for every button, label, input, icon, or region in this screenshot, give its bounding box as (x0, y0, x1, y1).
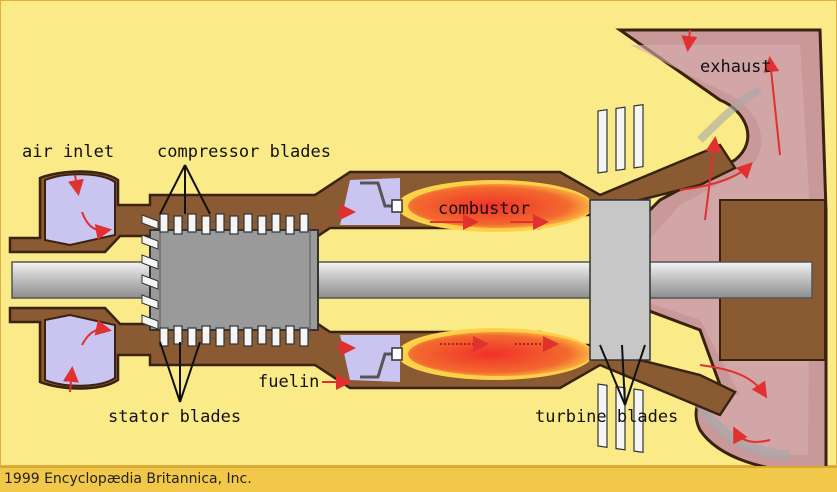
label-turbine-blades: turbine blades (535, 407, 678, 427)
compressor-drum (150, 222, 318, 338)
label-fuel-in: fuelin (258, 372, 319, 392)
compressor-blade (174, 216, 182, 234)
compressor-blade (300, 214, 308, 232)
stator-blade (188, 328, 196, 346)
stator-blade (244, 328, 252, 346)
label-stator-blades: stator blades (108, 407, 241, 427)
stator-blade (174, 326, 182, 344)
turbine-blade (634, 105, 643, 168)
stator-blade (300, 328, 308, 346)
label-exhaust: exhaust (700, 57, 772, 77)
label-compressor-blades: compressor blades (157, 142, 331, 162)
label-air-inlet: air inlet (22, 142, 114, 162)
compressor-blade (216, 214, 224, 232)
credit-bar: 1999 Encyclopædia Britannica, Inc. (0, 466, 837, 492)
stator-blade (230, 326, 238, 344)
compressor-blade (258, 216, 266, 234)
stator-blade (258, 326, 266, 344)
turbine-section (590, 105, 650, 453)
compressor-blade (244, 214, 252, 232)
stator-blade (216, 328, 224, 346)
compressor-blade (230, 216, 238, 234)
compressor-blade (272, 214, 280, 232)
turbine-blade (598, 110, 607, 173)
stator-blade (202, 326, 210, 344)
label-combustor: combustor (438, 199, 530, 219)
compressor-blade (160, 214, 168, 232)
compressor-blade (286, 216, 294, 234)
turbine-blade (616, 107, 625, 170)
stator-blade (272, 328, 280, 346)
stator-blade (286, 326, 294, 344)
compressor-blade (188, 214, 196, 232)
credit-text: 1999 Encyclopædia Britannica, Inc. (4, 471, 252, 487)
main-shaft (12, 262, 812, 298)
compressor-blade (202, 216, 210, 234)
